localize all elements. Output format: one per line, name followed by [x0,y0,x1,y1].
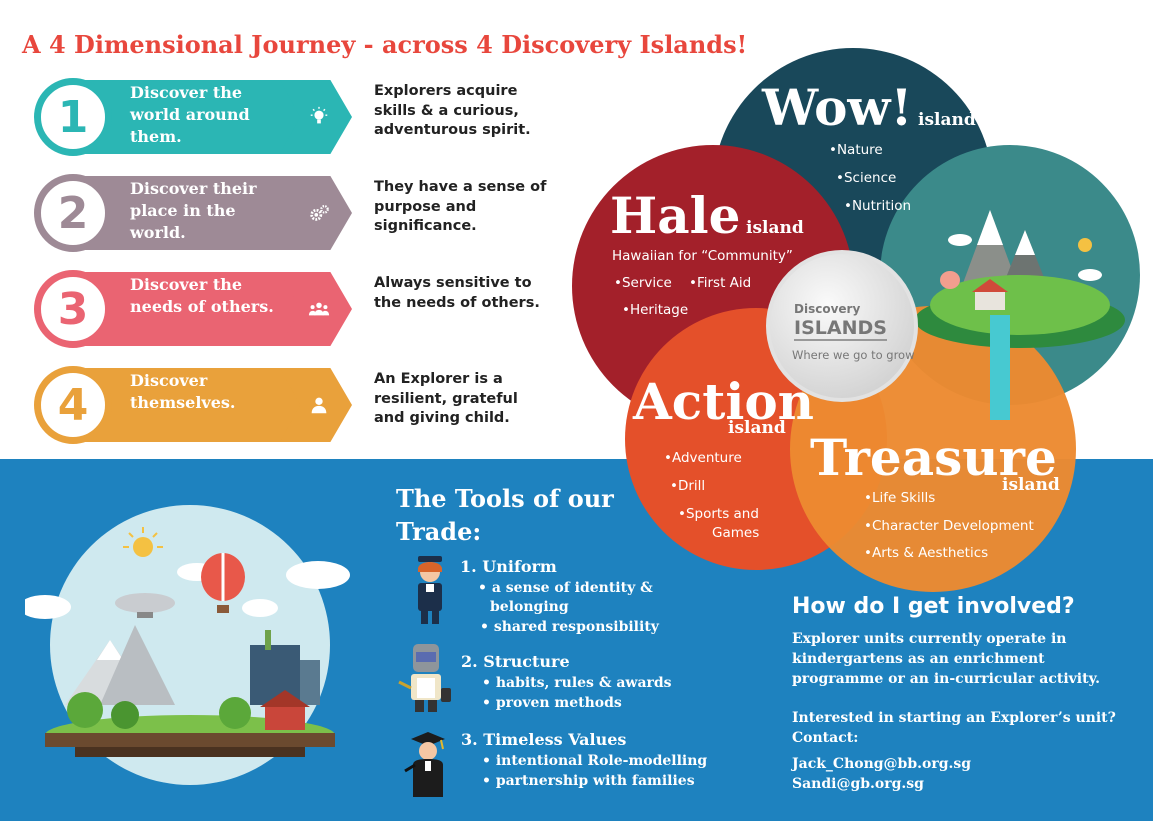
step-number: 3 [34,270,112,348]
step-bar [74,272,304,346]
step-number: 1 [34,78,112,156]
step-label: Discover the world around them. [130,83,250,146]
wow-item: •Science [836,170,897,186]
step-description: Explorers acquire skills & a curious, ad… [374,83,531,138]
hale-item: •Service [614,275,672,291]
logo-brand-top: Discovery [794,302,861,316]
discovery-islands-logo [766,250,918,402]
step-number: 2 [34,174,112,252]
step-2: 2 Discover their place in the world. The… [30,170,550,256]
action-item: •Drill [670,478,706,494]
treasure-item: •Character Development [864,518,1034,534]
step-description: Always sensitive to the needs of others. [374,275,540,311]
logo-brand-bottom: ISLANDS [794,317,887,341]
step-description: They have a sense of purpose and signifi… [374,179,547,234]
involved-title: How do I get involved? [792,594,1075,619]
eco-city-illustration [25,505,350,785]
action-item: •Adventure [664,450,742,466]
hale-item: •First Aid [689,275,752,291]
step-3: 3 Discover the needs of others. Always s… [30,266,550,352]
step-number: 4 [34,366,112,444]
step-label: Discover their place in the world. [130,179,257,242]
treasure-item: •Arts & Aesthetics [864,545,989,561]
action-island-title: Action [633,372,815,431]
hale-island-title: Hale island [610,186,804,245]
tool-bullet: belonging [490,599,569,615]
step-4: 4 Discover themselves. An Explorer is a … [30,362,550,448]
step-label: Discover the needs of others. [130,275,274,316]
step-1: 1 Discover the world around them. Explor… [30,74,550,160]
hale-item: •Heritage [622,302,689,318]
hale-subtitle: Hawaiian for “Community” [612,248,793,264]
action-item: Games [712,525,760,541]
tool-bullet: • habits, rules & awards [482,675,672,691]
tool-heading: 3. Timeless Values [461,730,627,749]
tool-bullet: • partnership with families [482,773,695,789]
tool-bullet: • a sense of identity & [478,580,653,596]
involved-description: Explorer units currently operate in kind… [792,631,1100,687]
contact-email-sandi[interactable]: Sandi@gb.org.sg [792,776,924,792]
action-island-suffix: island [728,418,786,438]
contact-email-jack[interactable]: Jack_Chong@bb.org.sg [792,756,972,772]
tool-bullet: • intentional Role-modelling [482,753,708,769]
step-bar [74,80,304,154]
wow-item: •Nature [829,142,883,158]
wow-item: •Nutrition [844,198,912,214]
wow-island-title: Wow! island [762,78,976,137]
graduate-icon [404,732,445,797]
welder-icon [398,644,451,712]
step-label: Discover themselves. [130,371,236,412]
tool-heading: 1. Uniform [460,557,557,576]
step-description: An Explorer is a resilient, grateful and… [374,371,518,426]
treasure-item: •Life Skills [864,490,936,506]
action-item: •Sports and [678,506,759,522]
step-bar [74,368,304,442]
tool-heading: 2. Structure [461,652,570,671]
uniform-girl-icon [418,556,442,624]
tool-bullet: • shared responsibility [480,619,659,635]
treasure-island-title: Treasure [810,428,1057,487]
floating-island-illustration [915,210,1125,420]
involved-contact-prompt: Interested in starting an Explorer’s uni… [792,710,1116,746]
headline: A 4 Dimensional Journey - across 4 Disco… [22,30,748,59]
tool-bullet: • proven methods [482,695,622,711]
step-bar [74,176,304,250]
logo-tagline: Where we go to grow [792,348,915,362]
treasure-island-suffix: island [1002,475,1060,495]
